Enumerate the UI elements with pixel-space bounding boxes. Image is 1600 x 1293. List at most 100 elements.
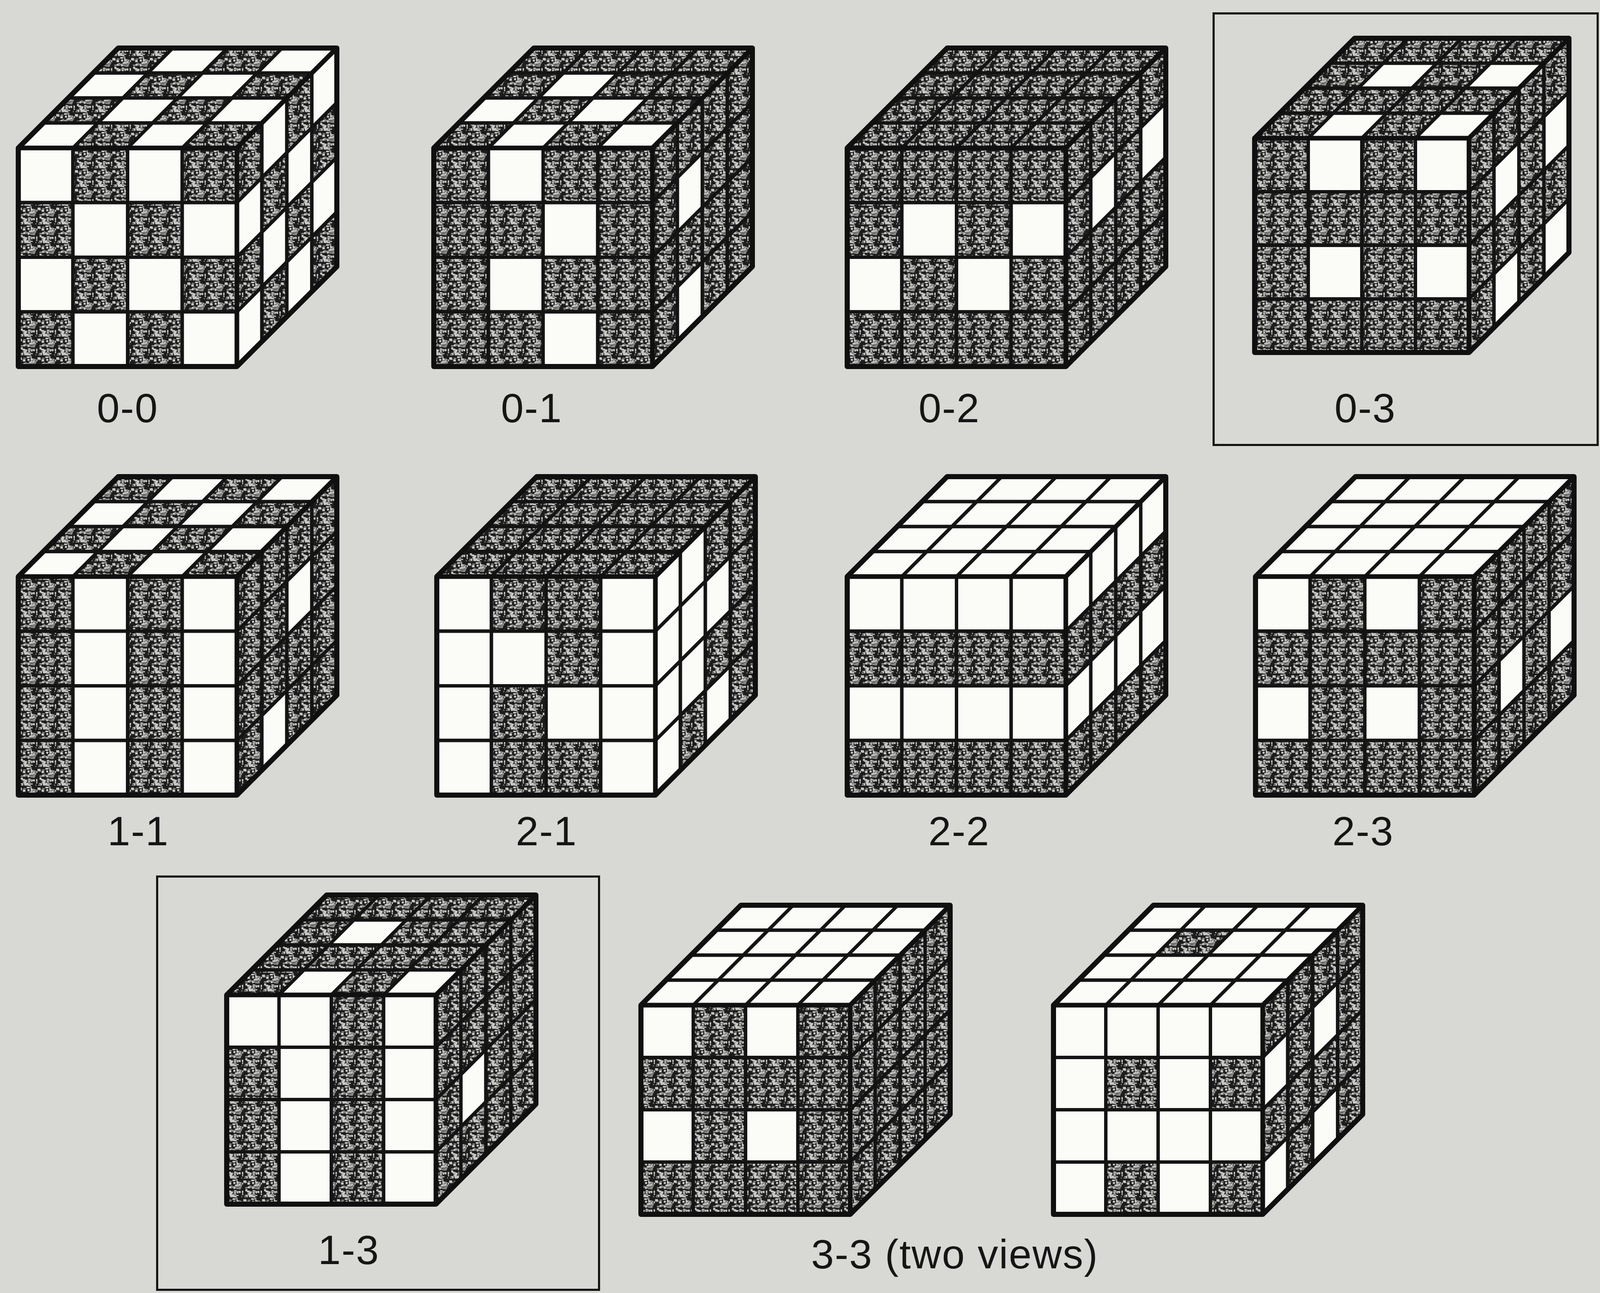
cube-outline	[1255, 476, 1575, 796]
cube-facelet	[73, 686, 129, 741]
cube-facelet	[226, 995, 280, 1048]
cube-facelet	[1011, 202, 1067, 258]
cube-facelet	[127, 202, 183, 258]
cube-facelet	[182, 312, 238, 368]
cube-facelet	[182, 631, 238, 687]
cube-facelet	[1419, 686, 1475, 741]
cube-label: 2-3	[1332, 808, 1395, 855]
puzzle-cube	[18, 476, 337, 796]
cube-facelet	[1011, 631, 1067, 687]
cube-facelet	[182, 202, 238, 258]
cube-facelet	[1361, 138, 1416, 192]
cube-edge	[1254, 38, 1569, 139]
cube-facelet	[127, 312, 183, 368]
puzzle-cube	[847, 48, 1166, 367]
cube-edge	[1471, 576, 1477, 796]
cube-facelet	[1361, 191, 1416, 246]
cube-facelet	[331, 995, 384, 1048]
cube-facelet	[182, 148, 238, 203]
cube-edge	[18, 48, 337, 149]
cube-facelet	[902, 576, 957, 632]
cube-facelet	[1419, 576, 1475, 632]
cube-outline	[436, 476, 756, 796]
cube-facelet	[18, 202, 74, 258]
cube-facelet	[745, 1057, 798, 1111]
cube-edge	[433, 48, 753, 149]
cube-facelet	[847, 202, 903, 258]
cube-facelet	[331, 1152, 384, 1205]
cube-facelet	[1415, 298, 1470, 353]
cube-facelet	[182, 740, 238, 796]
cube-facelet	[1210, 1005, 1263, 1058]
cube-label: 0-1	[501, 385, 563, 431]
cube-facelet	[383, 1047, 436, 1100]
cube-facelet	[1419, 631, 1475, 687]
cube-facelet	[73, 576, 129, 632]
cube-facelet	[1419, 740, 1475, 796]
cube-facelet	[18, 312, 74, 368]
cube-facelet	[797, 1110, 851, 1163]
cube-edge	[226, 895, 536, 996]
cube-facelet	[436, 686, 492, 741]
cube-facelet	[745, 1110, 798, 1163]
cube-facelet	[902, 686, 957, 741]
cube-facelet	[182, 686, 238, 741]
cube-facelet	[1053, 1057, 1106, 1111]
cube-facelet	[18, 257, 74, 313]
cube-facelet	[597, 202, 653, 258]
cube-facelet	[1361, 298, 1416, 353]
cube-facelet	[745, 1005, 798, 1058]
cube-facelet	[1011, 312, 1067, 368]
cube-outline	[847, 48, 1166, 367]
puzzle-cube	[18, 48, 337, 367]
cube-facelet	[797, 1162, 851, 1215]
cube-facelet	[640, 1110, 694, 1163]
cube-facelet	[956, 257, 1012, 313]
cube-facelet	[127, 740, 183, 796]
cube-facelet	[1310, 740, 1366, 796]
cube-facelet	[433, 148, 489, 203]
cube-outline	[18, 48, 337, 367]
cube-facelet	[847, 631, 903, 687]
cube-facelet	[543, 312, 598, 368]
cube-facelet	[693, 1005, 746, 1058]
cube-facelet	[543, 257, 598, 313]
cube-facelet	[1254, 245, 1309, 299]
cube-label: 1-1	[107, 808, 170, 855]
cube-facelet	[1011, 257, 1067, 313]
cube-facelet	[543, 148, 598, 203]
cube-facelet	[902, 312, 957, 368]
cube-facelet	[279, 995, 332, 1048]
cube-facelet	[847, 576, 903, 632]
cube-facelet	[1210, 1057, 1263, 1111]
cube-facelet	[1210, 1110, 1263, 1163]
cube-facelet	[1158, 1110, 1211, 1163]
cube-facelet	[1255, 740, 1311, 796]
cube-facelet	[956, 312, 1012, 368]
cube-facelet	[127, 148, 183, 203]
cube-facelet	[1158, 1162, 1211, 1215]
cube-facelet	[600, 740, 656, 796]
cube-outline	[226, 895, 536, 1205]
cube-edge	[847, 48, 1166, 149]
cube-label: 0-0	[96, 385, 159, 431]
cube-facelet	[693, 1110, 746, 1163]
cube-edge	[1063, 576, 1069, 796]
cube-facelet	[600, 686, 656, 741]
cube-facelet	[640, 1005, 694, 1058]
cube-facelet	[1105, 1057, 1159, 1111]
cube-facelet	[1255, 686, 1311, 741]
cube-label: 2-1	[515, 808, 578, 855]
cube-facelet	[797, 1005, 851, 1058]
cube-facelet	[18, 686, 74, 741]
cube-label: 0-2	[918, 385, 981, 431]
cube-edge	[650, 148, 655, 367]
puzzle-cube	[640, 905, 951, 1215]
puzzle-cube	[1254, 38, 1569, 353]
cube-facelet	[436, 576, 492, 632]
cube-edge	[640, 905, 951, 1006]
cube-facelet	[279, 1047, 332, 1100]
cube-facelet	[847, 257, 903, 313]
